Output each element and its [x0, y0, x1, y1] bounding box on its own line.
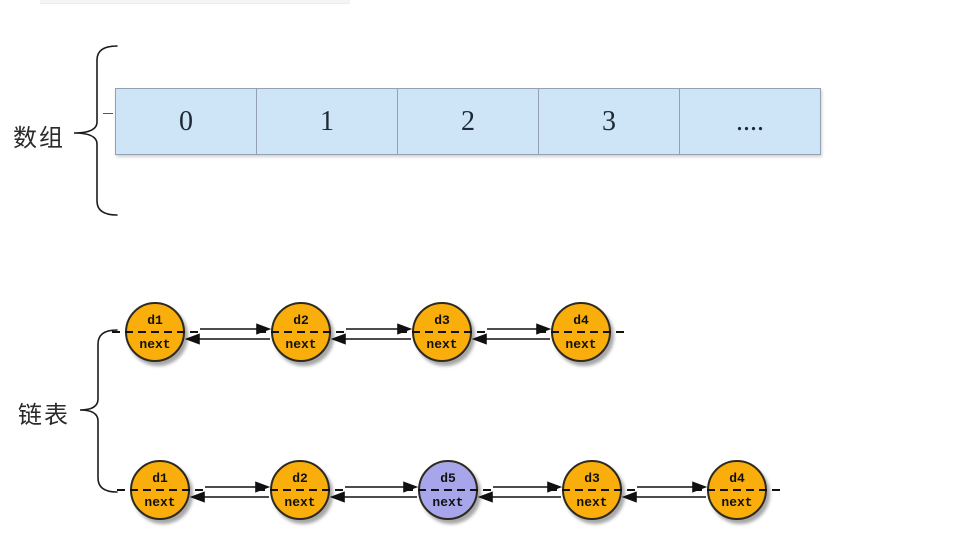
node-row1-d3: d3 next	[412, 302, 472, 362]
node-title: d2	[292, 470, 308, 486]
array-cell-1: 1	[257, 89, 398, 154]
arrowhead-right	[547, 481, 563, 493]
node-row2-d1: d1 next	[130, 460, 190, 520]
node-subtitle: next	[284, 494, 316, 510]
node-title: d4	[573, 312, 589, 328]
arrowhead-left	[330, 333, 346, 345]
node-row2-d3: d3 next	[562, 460, 622, 520]
node-title: d3	[584, 470, 600, 486]
array: 0 1 2 3 ....	[115, 88, 821, 155]
node-subtitle: next	[565, 336, 597, 352]
node-title: d1	[152, 470, 168, 486]
node-subtitle: next	[426, 336, 458, 352]
node-title: d5	[440, 470, 456, 486]
array-cell-ellipsis: ....	[736, 105, 764, 137]
array-section-label: 数组	[13, 125, 65, 152]
arrowhead-left	[184, 333, 200, 345]
node-row1-d1: d1 next	[125, 302, 185, 362]
node-row1-d4: d4 next	[551, 302, 611, 362]
node-subtitle: next	[576, 494, 608, 510]
node-row2-d4: d4 next	[707, 460, 767, 520]
node-subtitle: next	[144, 494, 176, 510]
arrowhead-right	[403, 481, 419, 493]
arrowhead-right	[255, 481, 271, 493]
arrowhead-right	[256, 323, 272, 335]
array-cell-3: 3	[539, 89, 680, 154]
list-section-label: 链表	[18, 402, 70, 429]
arrowhead-left	[329, 491, 345, 503]
list-brace	[79, 329, 118, 493]
node-row2-d2: d2 next	[270, 460, 330, 520]
node-title: d1	[147, 312, 163, 328]
node-title: d2	[293, 312, 309, 328]
node-subtitle: next	[432, 494, 464, 510]
arrowhead-left	[477, 491, 493, 503]
arrowhead-left	[621, 491, 637, 503]
array-cell-0: 0	[116, 89, 257, 154]
cropped-top-strip	[40, 0, 350, 4]
arrowhead-left	[189, 491, 205, 503]
array-left-tick	[103, 113, 113, 114]
arrowhead-left	[471, 333, 487, 345]
node-subtitle: next	[139, 336, 171, 352]
array-cell-2: 2	[398, 89, 539, 154]
node-subtitle: next	[721, 494, 753, 510]
node-title: d4	[729, 470, 745, 486]
arrowhead-right	[536, 323, 552, 335]
arrowhead-right	[692, 481, 708, 493]
array-brace	[73, 45, 118, 216]
node-row1-d2: d2 next	[271, 302, 331, 362]
node-title: d3	[434, 312, 450, 328]
node-subtitle: next	[285, 336, 317, 352]
arrowhead-right	[397, 323, 413, 335]
arrows-row1	[184, 323, 552, 345]
node-row2-d5-highlight: d5 next	[418, 460, 478, 520]
